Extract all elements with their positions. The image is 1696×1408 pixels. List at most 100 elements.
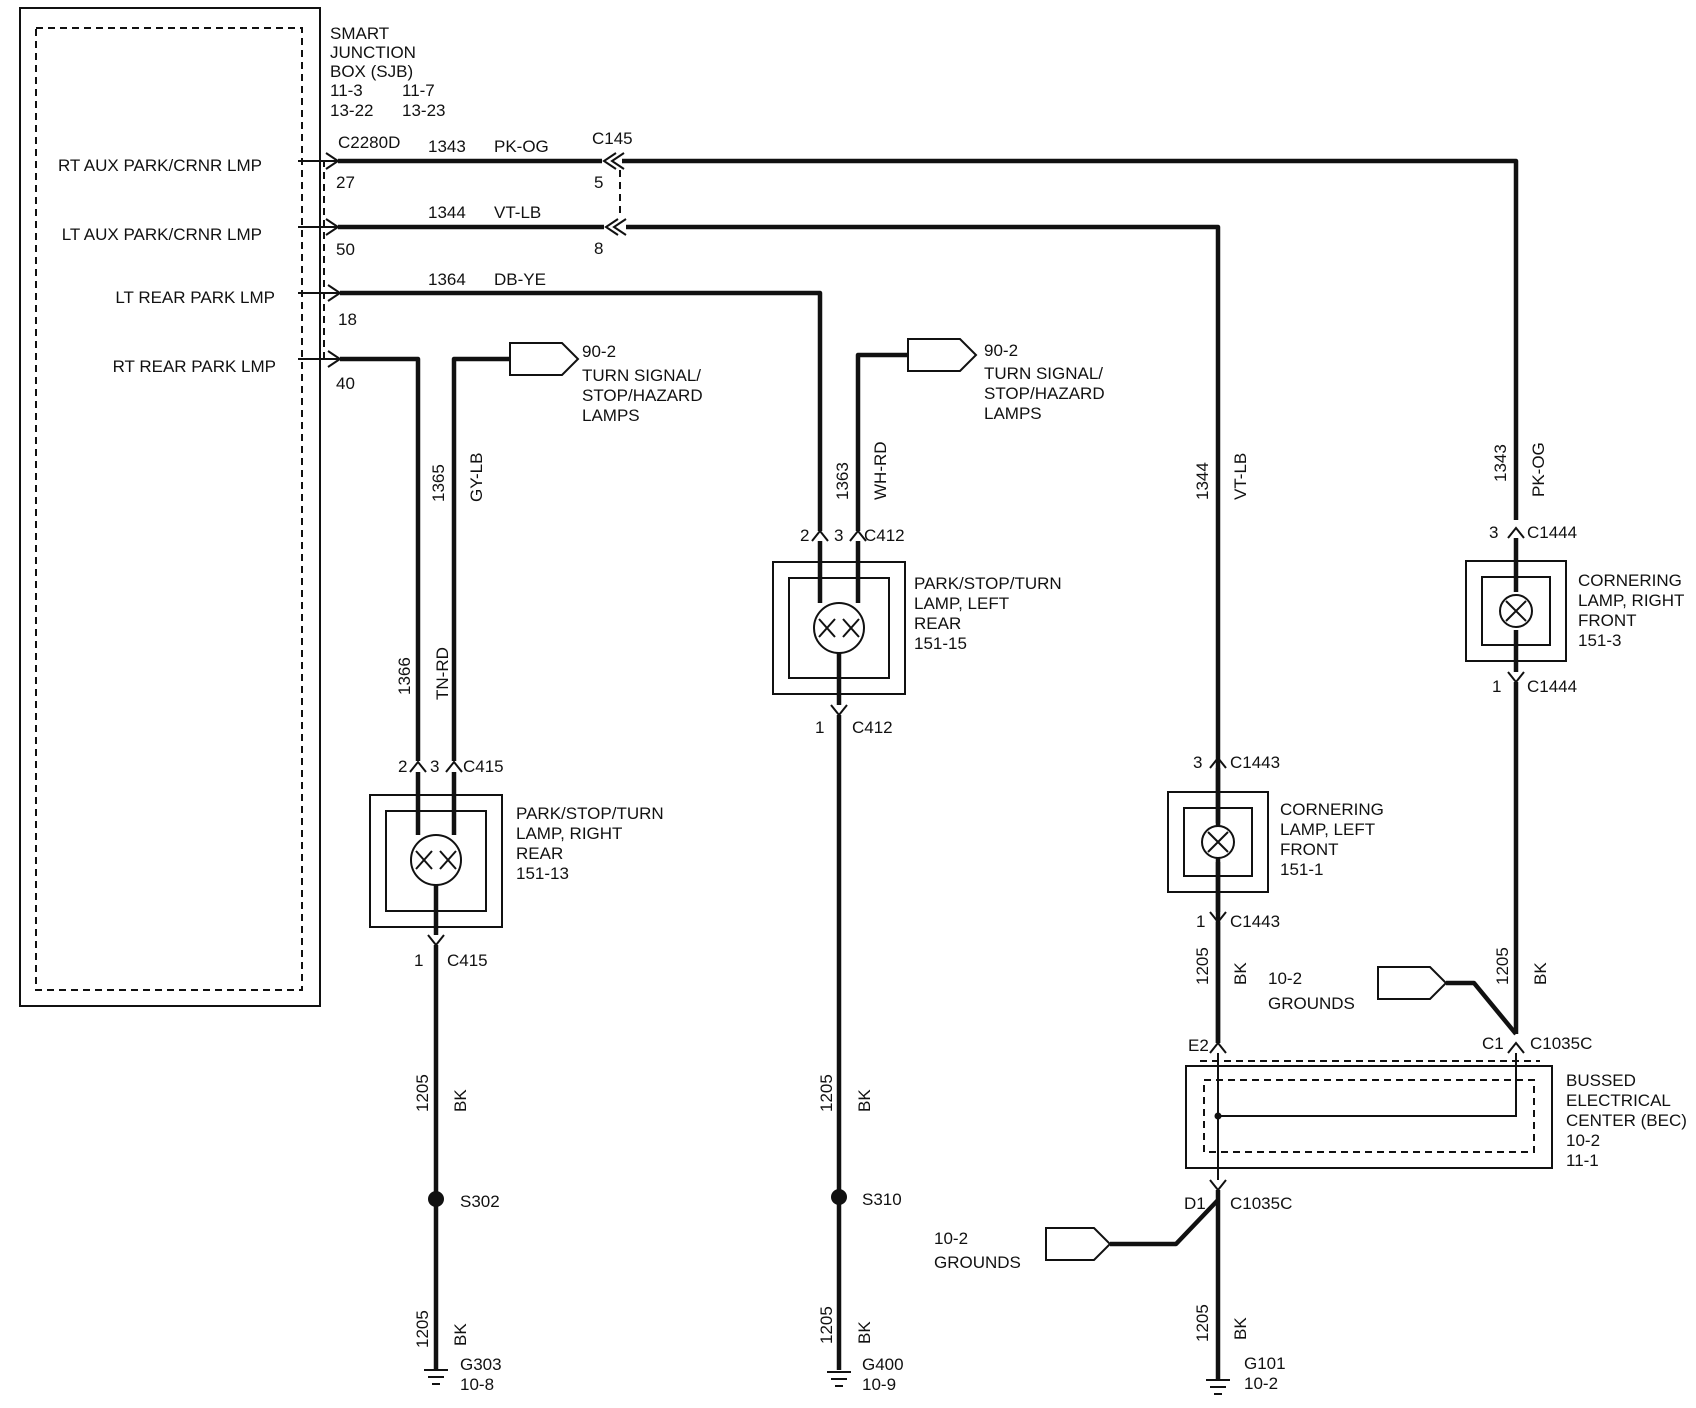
c412-pin-1: 1	[815, 718, 824, 737]
splice-s302-label: S302	[460, 1192, 500, 1211]
wire-1363	[855, 352, 908, 531]
wire-1343-color-vert: PK-OG	[1529, 442, 1548, 497]
wire-1366-run: 1366 TN-RD	[340, 356, 452, 761]
bec-line1: BUSSED	[1566, 1071, 1636, 1090]
bec-pin-e2: E2	[1188, 1036, 1209, 1055]
c1443-name-bottom: C1443	[1230, 912, 1280, 931]
turn-ref-1-line1: TURN SIGNAL/	[582, 366, 701, 385]
bec-line3: CENTER (BEC)	[1566, 1111, 1687, 1130]
circuit-label-rt-aux: RT AUX PARK/CRNR LMP	[58, 156, 262, 175]
sjb-outline	[19, 7, 321, 1007]
wire-1365-run: 1365 GY-LB	[429, 356, 510, 761]
wire-1205-num-a: 1205	[413, 1074, 432, 1112]
wire-1364-color: DB-YE	[494, 270, 546, 289]
lamp-lf-line3: FRONT	[1280, 840, 1339, 859]
lamp-lr-filament	[818, 618, 860, 638]
c1443-pin-3: 3	[1193, 753, 1202, 772]
splice-s310-label: S310	[862, 1190, 902, 1209]
c415-arrows-top	[409, 760, 463, 773]
c1444-name-top: C1444	[1527, 523, 1577, 542]
ground-run-g303: 1205 BK S302 1205 BK G303 10-8	[413, 945, 502, 1394]
wire-1364	[340, 290, 823, 531]
bec-pin-c1: C1	[1482, 1034, 1504, 1053]
wire-1205-color-a: BK	[451, 1089, 470, 1112]
lamp-rr-line4: 151-13	[516, 864, 569, 883]
bec-bus-node	[1214, 1112, 1222, 1120]
lamp-lf-line1: CORNERING	[1280, 800, 1384, 819]
wire-1205-num-g: 1205	[1193, 1304, 1212, 1342]
wire-1205-color-e: BK	[1231, 962, 1250, 985]
lamp-lr-line3: REAR	[914, 614, 961, 633]
wire-1343-num: 1343	[428, 137, 466, 156]
c145-arrow-5	[602, 152, 625, 170]
grounds-ref-lower-text: GROUNDS	[934, 1253, 1021, 1272]
wire-1365	[451, 356, 510, 761]
wire-1344-num-vert: 1344	[1193, 462, 1212, 500]
wire-1205-num-d: 1205	[817, 1306, 836, 1344]
circuit-label-lt-rear: LT REAR PARK LMP	[115, 288, 275, 307]
c415-pin-3: 3	[430, 757, 439, 776]
lamp-lf-line4: 151-1	[1280, 860, 1323, 879]
g400-page: 10-9	[862, 1375, 896, 1394]
turn-ref-1-line2: STOP/HAZARD	[582, 386, 703, 405]
c145-connector: C145 5 8	[592, 129, 633, 258]
circuit-label-rt-rear: RT REAR PARK LMP	[113, 357, 276, 376]
c415-arrow-bottom	[427, 934, 445, 947]
c145-arrow-8	[604, 218, 627, 236]
c1443-arrow-top	[1209, 756, 1227, 769]
lamp-right-front: 3 C1444 CORNERING LAMP, RIGHT FRONT 151-…	[1465, 523, 1684, 696]
bec-connector-top: C1035C	[1530, 1034, 1592, 1053]
turn-ref-left: 90-2 TURN SIGNAL/ STOP/HAZARD LAMPS	[907, 338, 1105, 423]
ground-run-g101: 10-2 GROUNDS 1205 BK G101 10-2	[934, 1190, 1286, 1395]
ground-run-g400: 1205 BK S310 1205 BK G400 10-9	[817, 715, 904, 1394]
c145-pin-5: 5	[594, 173, 603, 192]
g101-name: G101	[1244, 1354, 1286, 1373]
wire-1205-color-c: BK	[855, 1089, 874, 1112]
smart-junction-box: SMART JUNCTION BOX (SJB) 11-3 11-7 13-22…	[19, 7, 445, 1007]
sjb-connector-name: C2280D	[338, 133, 400, 152]
wire-1363-run	[855, 352, 908, 531]
c412-pin-2: 2	[800, 526, 809, 545]
lamp-left-rear: 2 3 C412 PARK/STOP/TURN LAMP, LEFT REAR …	[772, 526, 1062, 737]
wire-1344-run: 1344 VT-LB 1344 VT-LB	[338, 203, 1250, 1043]
lamp-rf-line3: FRONT	[1578, 611, 1637, 630]
lamp-lf-filament	[1207, 831, 1229, 853]
wire-1366	[340, 356, 421, 761]
wire-1366-num-vert: 1366	[395, 657, 414, 695]
wire-grounds-rf	[1446, 980, 1518, 1036]
turn-ref-2-page: 90-2	[984, 341, 1018, 360]
c1443-name-top: C1443	[1230, 753, 1280, 772]
c1444-arrow-top	[1507, 526, 1525, 539]
bec-connector-bottom: C1035C	[1230, 1194, 1292, 1213]
turn-ref-1-page: 90-2	[582, 342, 616, 361]
pin-27: 27	[336, 173, 355, 192]
lamp-rr-line1: PARK/STOP/TURN	[516, 804, 664, 823]
wire-1205-num-c: 1205	[817, 1074, 836, 1112]
sjb-ref-11-7: 11-7	[402, 81, 435, 100]
c415-pin-2: 2	[398, 757, 407, 776]
lamp-lr-bulb	[813, 602, 865, 654]
g303-name: G303	[460, 1355, 502, 1374]
lamp-rr-filament	[415, 850, 457, 870]
wire-1205-num-b: 1205	[413, 1310, 432, 1348]
lamp-rf-line4: 151-3	[1578, 631, 1621, 650]
ground-g303-icon	[424, 1369, 448, 1385]
wire-1205-color-b: BK	[451, 1323, 470, 1346]
turn-ref-tag-2	[907, 338, 978, 372]
lamp-rr-line2: LAMP, RIGHT	[516, 824, 622, 843]
c1444-name-bottom: C1444	[1527, 677, 1577, 696]
c412-arrows-top	[811, 529, 867, 542]
wire-1364-num: 1364	[428, 270, 466, 289]
bec-arrow-bottom	[1209, 1179, 1227, 1192]
wire-1344-color-vert: VT-LB	[1231, 453, 1250, 500]
bec-line4: 10-2	[1566, 1131, 1600, 1150]
lamp-lf-line2: LAMP, LEFT	[1280, 820, 1375, 839]
bec-line2: ELECTRICAL	[1566, 1091, 1671, 1110]
lamp-lr-line1: PARK/STOP/TURN	[914, 574, 1062, 593]
turn-ref-2-line2: STOP/HAZARD	[984, 384, 1105, 403]
wire-1363-color-vert: WH-RD	[871, 441, 890, 500]
sjb-ref-13-22: 13-22	[330, 101, 373, 120]
sjb-inner-dash	[35, 27, 303, 991]
c412-arrow-bottom	[830, 704, 848, 717]
c415-name-bottom: C415	[447, 951, 488, 970]
